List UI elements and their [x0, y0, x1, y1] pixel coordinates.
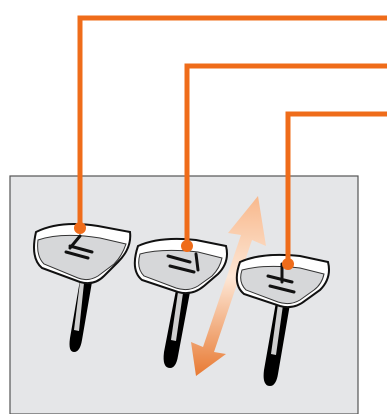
callout-line-right — [285, 111, 387, 264]
callout-line-left — [77, 15, 387, 228]
lever-left — [33, 223, 132, 352]
callout-dot-middle — [181, 240, 193, 252]
seat-height-icon — [266, 262, 296, 294]
callout-line-middle — [184, 63, 387, 246]
up-down-arrow-icon — [191, 196, 266, 376]
callout-lines — [77, 15, 387, 264]
callout-dots — [74, 222, 294, 270]
seat-recline-icon — [64, 234, 94, 260]
lever-middle — [133, 237, 228, 368]
seat-forward-icon — [166, 252, 200, 274]
callout-dot-left — [74, 222, 86, 234]
callout-dot-right — [282, 258, 294, 270]
lever-right — [235, 253, 330, 386]
